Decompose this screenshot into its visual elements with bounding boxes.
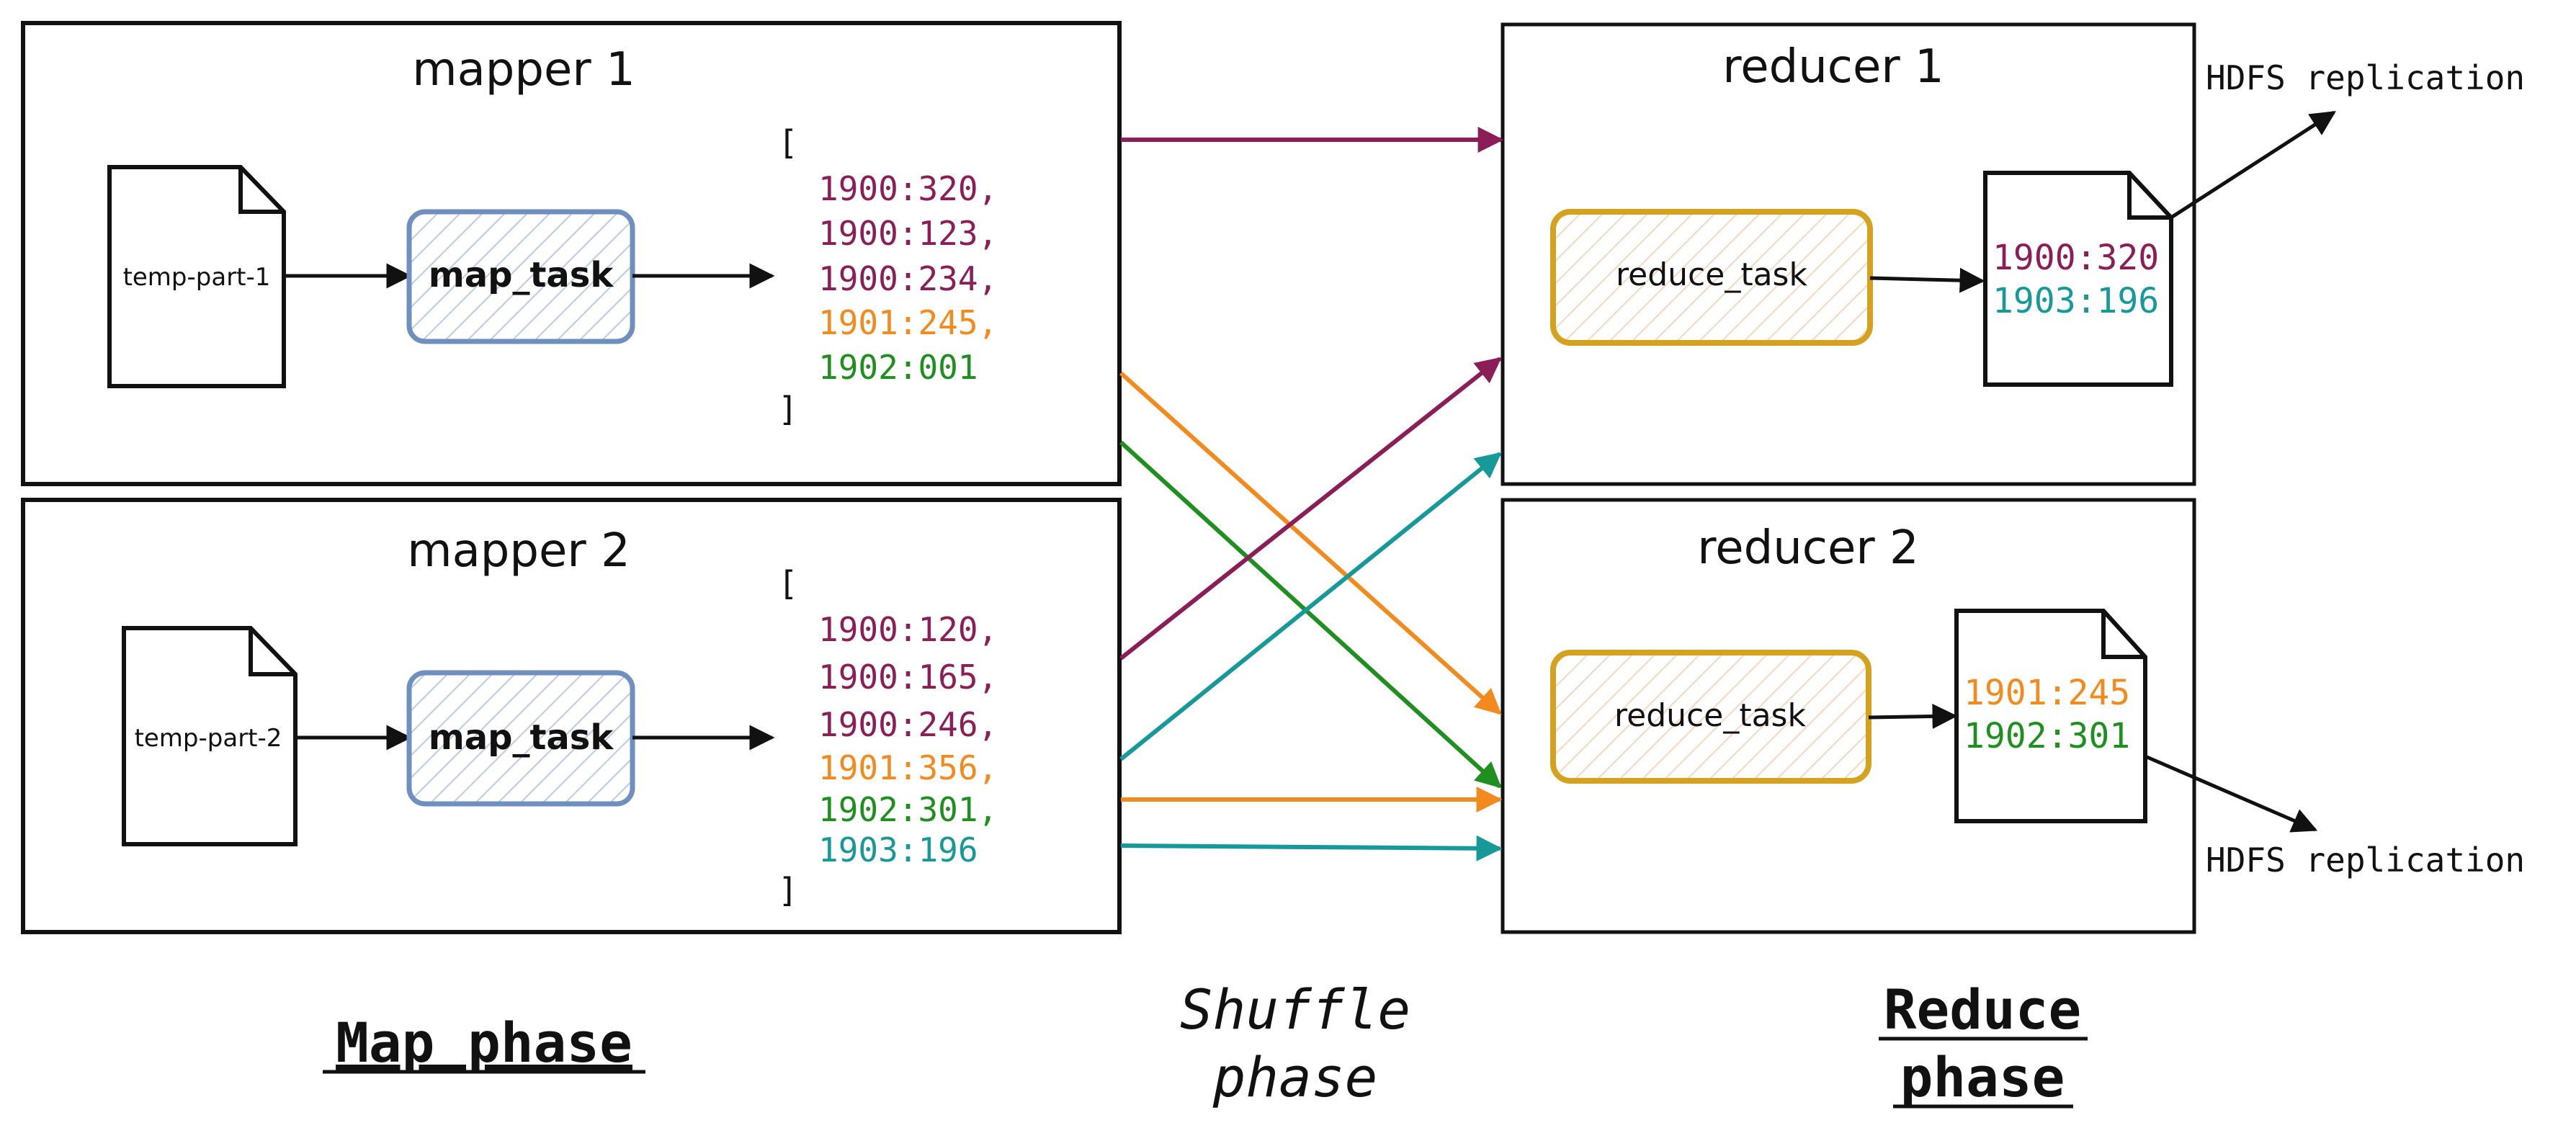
reduce-task-2: reduce_task (1550, 650, 1871, 784)
reducer-1-title: reducer 1 (1722, 40, 1944, 94)
reducer-1-panel: reducer 1 reduce_task 1900:320 1903:196 (1501, 22, 2336, 486)
close-bracket: ] (778, 390, 798, 429)
shuffle-phase-label-line2: phase (1212, 1045, 1378, 1109)
shuffle-arrow-1900-m2-r1 (1119, 357, 1502, 661)
reduce-task-2-label: reduce_task (1614, 697, 1806, 734)
output-pair: 1903:196 (1993, 281, 2159, 321)
arrow-hdfs-replication-1 (2170, 110, 2336, 220)
mapper-2-title: mapper 2 (407, 524, 630, 578)
mapper-2-panel: mapper 2 temp-part-2 map_task [ 1900:120… (21, 498, 1122, 934)
hdfs-replication-label-2: HDFS replication (2206, 841, 2525, 879)
shuffle-arrow-1903-m2-r1 (1119, 452, 1502, 761)
input-file-1: temp-part-1 (107, 165, 286, 388)
arrow-reduce-to-output-2 (1868, 704, 1958, 730)
reducer-2-title: reducer 2 (1697, 522, 1918, 575)
hdfs-replication-label-1: HDFS replication (2206, 58, 2525, 97)
mapper-1-output-list: [ 1900:320, 1900:123, 1900:234, 1901:245… (778, 123, 998, 429)
kv-pair: 1903:196 (818, 831, 978, 869)
shuffle-arrow-1903-m2-r2 (1120, 835, 1503, 861)
map-task-1-label: map_task (429, 255, 614, 295)
output-pair: 1901:245 (1964, 673, 2130, 713)
kv-pair: 1902:001 (818, 348, 978, 387)
open-bracket: [ (778, 564, 798, 603)
reduce-task-1-label: reduce_task (1616, 256, 1807, 293)
arrow-reduce-to-output-1 (1869, 267, 1985, 293)
input-file-1-label: temp-part-1 (123, 263, 271, 292)
shuffle-arrow-1901-m1-r2 (1119, 371, 1502, 715)
map-task-1: map_task (406, 209, 635, 344)
map-task-2-label: map_task (429, 717, 614, 758)
file-icon (122, 626, 298, 846)
mapper-1-border (21, 21, 1122, 486)
reducer-2-border (1501, 498, 2196, 934)
file-icon (1954, 609, 2147, 823)
mapper-2-output-list: [ 1900:120, 1900:165, 1900:246, 1901:356… (778, 564, 998, 910)
mapper-1-title: mapper 1 (412, 43, 635, 97)
reduce-phase-label-line1: Reduce (1884, 977, 2082, 1042)
shuffle-arrow-1902-m1-r2 (1119, 440, 1502, 789)
kv-pair: 1900:123, (818, 214, 998, 253)
reduce-task-1: reduce_task (1550, 209, 1873, 346)
phase-labels: Map phase Shuffle phase Reduce phase (323, 977, 2088, 1109)
output-file-2: 1901:245 1902:301 (1954, 609, 2147, 823)
file-icon (107, 165, 286, 388)
kv-pair: 1900:234, (818, 259, 998, 298)
close-bracket: ] (778, 871, 798, 910)
map-task-2: map_task (406, 670, 635, 807)
output-pair: 1900:320 (1993, 238, 2159, 278)
input-file-2: temp-part-2 (122, 626, 298, 846)
kv-pair: 1900:320, (818, 169, 998, 208)
map-phase-label: Map phase (336, 1011, 632, 1075)
kv-pair: 1902:301, (818, 790, 998, 829)
shuffle-phase-label-line1: Shuffle (1180, 977, 1410, 1042)
output-pair: 1902:301 (1964, 716, 2130, 756)
kv-pair: 1901:356, (818, 748, 998, 787)
reducer-1-border (1501, 22, 2196, 486)
kv-pair: 1901:245, (818, 303, 998, 342)
mapper-2-border (21, 498, 1122, 934)
output-file-1: 1900:320 1903:196 (1983, 171, 2173, 387)
arrow-hdfs-replication-2 (2145, 754, 2318, 833)
kv-pair: 1900:246, (818, 705, 998, 744)
shuffle-arrows (1119, 127, 1504, 861)
reduce-phase-label-line2: phase (1900, 1045, 2065, 1109)
open-bracket: [ (778, 123, 798, 162)
reducer-2-panel: reducer 2 reduce_task 1901:245 1902:301 (1501, 498, 2318, 934)
input-file-2-label: temp-part-2 (135, 724, 282, 753)
file-icon (1983, 171, 2173, 387)
kv-pair: 1900:120, (818, 610, 998, 649)
kv-pair: 1900:165, (818, 658, 998, 697)
mapper-1-panel: mapper 1 temp-part-1 map_task [ 1900:320… (21, 21, 1122, 486)
